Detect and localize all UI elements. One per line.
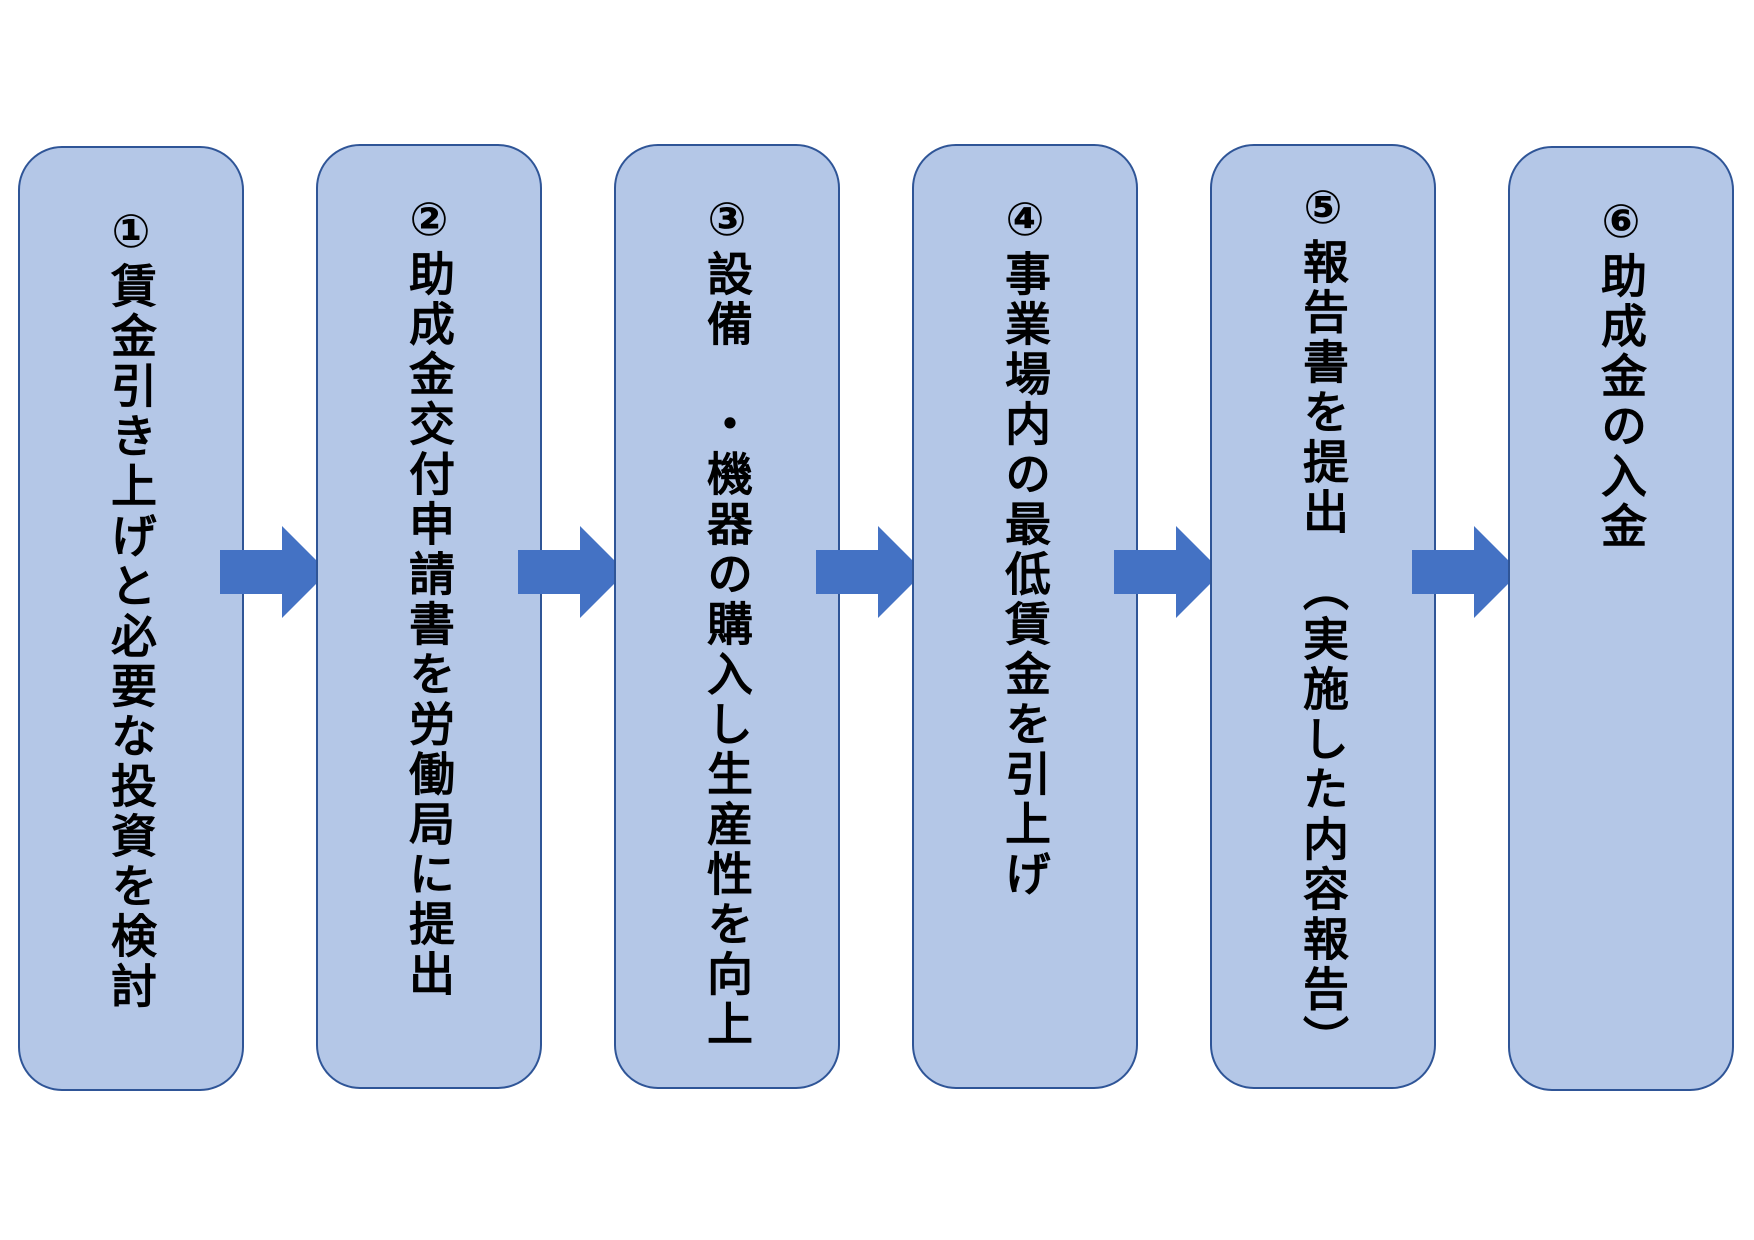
step-label-3: ③設備 ・機器の購入し生産性を向上 [700, 192, 754, 1050]
step-label-2: ②助成金交付申請書を労働局に提出 [402, 192, 456, 1000]
arrow-right-icon [518, 526, 626, 618]
step-label-4: ④事業場内の最低賃金を引上げ [998, 192, 1052, 900]
step-box-4: ④事業場内の最低賃金を引上げ [912, 144, 1138, 1089]
step-box-2: ②助成金交付申請書を労働局に提出 [316, 144, 542, 1089]
step-box-6: ⑥助成金の入金 [1508, 146, 1734, 1091]
step-box-1: ①賃金引き上げと必要な投資を検討 [18, 146, 244, 1091]
arrow-right-icon [220, 526, 328, 618]
step-box-3: ③設備 ・機器の購入し生産性を向上 [614, 144, 840, 1089]
arrow-right-icon [1114, 526, 1222, 618]
step-label-5: ⑤報告書を提出 （実施した内容報告） [1296, 180, 1350, 1065]
step-box-5: ⑤報告書を提出 （実施した内容報告） [1210, 144, 1436, 1089]
arrow-right-icon [816, 526, 924, 618]
step-label-1: ①賃金引き上げと必要な投資を検討 [104, 204, 158, 1012]
arrow-right-icon [1412, 526, 1520, 618]
step-label-6: ⑥助成金の入金 [1594, 194, 1648, 552]
